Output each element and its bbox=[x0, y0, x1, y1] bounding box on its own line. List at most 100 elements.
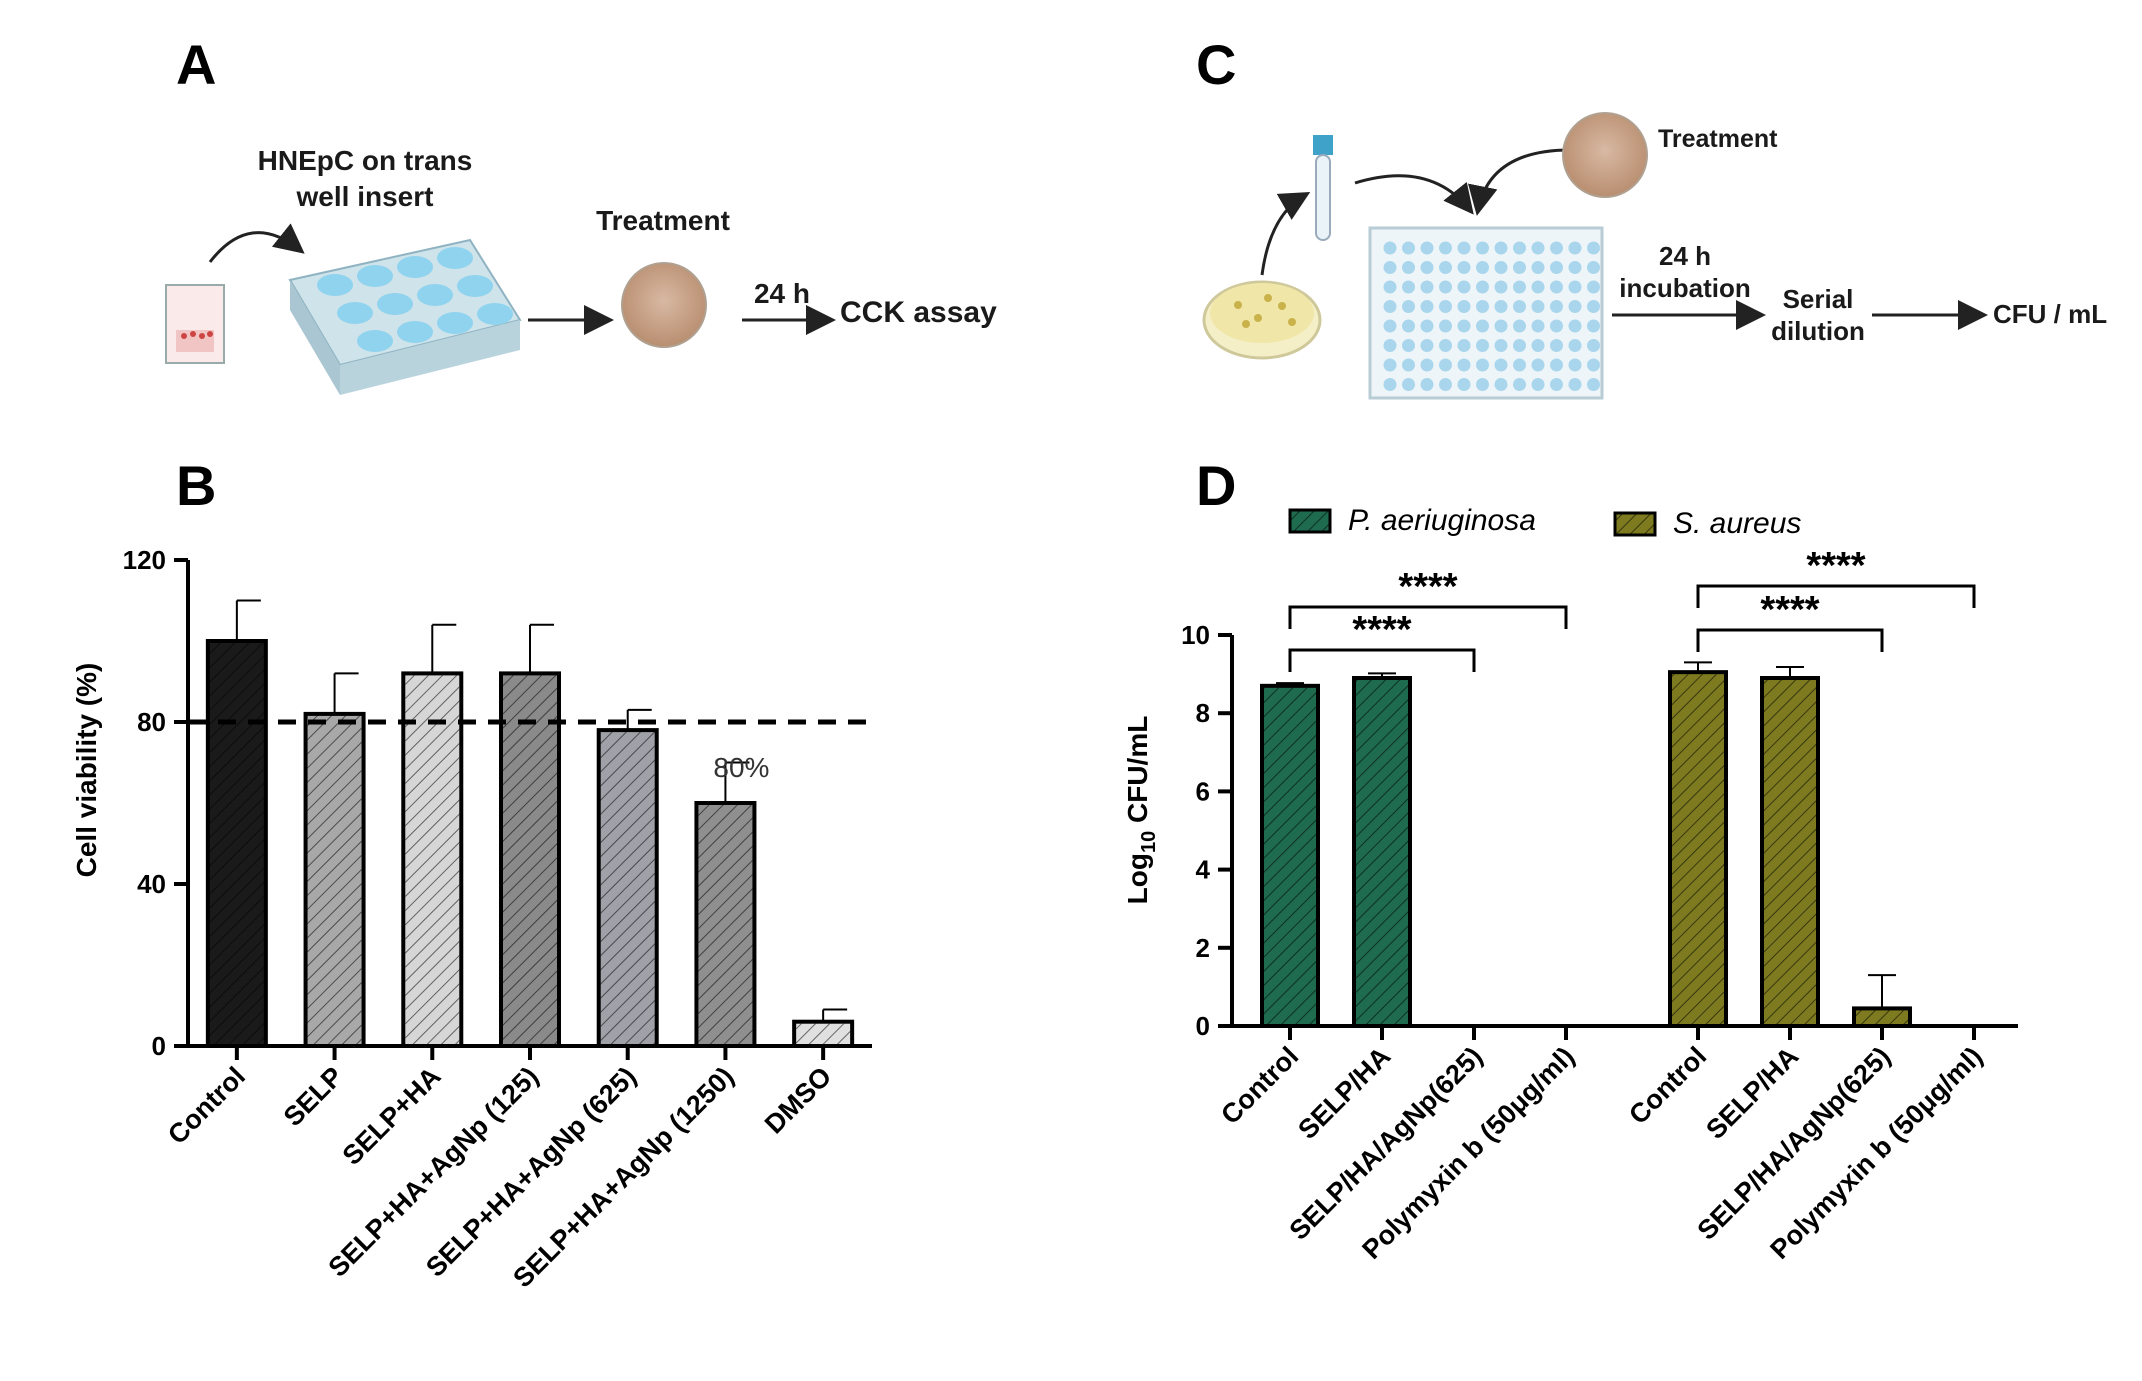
schematic-a-treatment: Treatment bbox=[596, 205, 730, 236]
plate-well bbox=[1494, 319, 1508, 333]
panel-label-a: A bbox=[176, 33, 216, 96]
chart-d-bar-hatch bbox=[1764, 680, 1816, 1024]
chart-b-category-label: SELP bbox=[278, 1061, 349, 1132]
plate-well bbox=[1513, 261, 1526, 274]
plate-well bbox=[1531, 300, 1545, 313]
plate-well bbox=[1513, 280, 1526, 294]
panel-label-d: D bbox=[1196, 454, 1236, 517]
chart-d-significance-label: **** bbox=[1760, 589, 1819, 631]
chart-b-y-tick-label: 0 bbox=[152, 1031, 166, 1061]
plate-well bbox=[1457, 300, 1471, 313]
plate-well bbox=[1420, 261, 1434, 274]
plate-well bbox=[1587, 358, 1600, 372]
plate-well bbox=[1513, 241, 1526, 255]
plate-well bbox=[1476, 241, 1489, 255]
schematic-a-assay: CCK assay bbox=[840, 296, 997, 329]
plate-well bbox=[1550, 280, 1563, 294]
chart-d-category-label: Control bbox=[1623, 1041, 1712, 1130]
plate-well bbox=[1587, 300, 1600, 313]
plate-well bbox=[1439, 280, 1452, 294]
plate-well bbox=[1402, 358, 1415, 372]
plate-well bbox=[1513, 300, 1526, 313]
plate-well bbox=[1420, 378, 1434, 391]
chart-d-bar-hatch bbox=[1264, 687, 1316, 1024]
plate-well bbox=[1476, 261, 1489, 274]
chart-d-y-tick-label: 10 bbox=[1181, 620, 1210, 650]
plate-well bbox=[1494, 261, 1508, 274]
chart-b-y-tick-label: 80 bbox=[137, 707, 166, 737]
plate-well bbox=[1550, 319, 1563, 333]
plate-well bbox=[1568, 261, 1582, 274]
chart-b-bar-hatch bbox=[503, 675, 557, 1044]
schematic-a-cells-label-2: well insert bbox=[296, 181, 434, 212]
chart-d-significance-label: **** bbox=[1352, 609, 1411, 651]
plate-well bbox=[1568, 358, 1582, 372]
schematic-c-result: CFU / mL bbox=[1993, 299, 2107, 329]
plate-well bbox=[1494, 241, 1508, 255]
plate-well bbox=[1494, 378, 1508, 391]
chart-d-y-axis-title-sub: 10 bbox=[1138, 831, 1160, 853]
chart-b-reference-label: 80% bbox=[713, 752, 769, 783]
schematic-a-cells-label-1: HNEpC on trans bbox=[258, 145, 473, 176]
plate-well bbox=[1513, 319, 1526, 333]
chart-d-significance-label: **** bbox=[1806, 545, 1865, 587]
treatment-particle-icon bbox=[621, 262, 707, 348]
chart-b-bar-hatch bbox=[405, 675, 460, 1044]
plate-well bbox=[1587, 339, 1600, 352]
plate-well bbox=[1420, 358, 1434, 372]
plate-well bbox=[1568, 378, 1582, 391]
arrow-icon bbox=[208, 223, 305, 263]
plate-well bbox=[1383, 241, 1397, 255]
plate-well bbox=[1402, 319, 1415, 333]
plate-well bbox=[1587, 241, 1600, 255]
chart-d-y-axis-title: Log10 CFU/mL bbox=[1122, 716, 1160, 905]
plate-well bbox=[1568, 241, 1582, 255]
plate-well bbox=[1383, 378, 1397, 391]
plate-well bbox=[1587, 280, 1600, 294]
treatment-particle-icon bbox=[1562, 112, 1648, 198]
plate-well bbox=[1550, 300, 1563, 313]
arrow-icon bbox=[1468, 148, 1571, 216]
transwell-insert-icon bbox=[165, 284, 225, 364]
plate-well bbox=[1513, 339, 1526, 352]
plate-well bbox=[1383, 280, 1397, 294]
chart-d-y-tick-label: 0 bbox=[1196, 1011, 1210, 1041]
plate-well bbox=[1383, 339, 1397, 352]
schematic-c-treatment: Treatment bbox=[1658, 125, 1778, 153]
chart-d-y-axis-title-rest: CFU/mL bbox=[1122, 716, 1153, 831]
chart-b-bar-hatch bbox=[698, 805, 753, 1044]
plate-well bbox=[1531, 280, 1545, 294]
plate-well bbox=[1383, 358, 1397, 372]
chart-d-bar-hatch bbox=[1672, 674, 1724, 1024]
plate-well bbox=[1457, 319, 1471, 333]
plate-well bbox=[1550, 261, 1563, 274]
plate-well bbox=[1568, 280, 1582, 294]
schematic-a-time: 24 h bbox=[754, 278, 810, 309]
plate-well bbox=[1494, 339, 1508, 352]
plate-well bbox=[1531, 241, 1545, 255]
plate-well bbox=[1439, 319, 1452, 333]
chart-d-significance-bracket bbox=[1288, 648, 1476, 672]
well-plate-icon bbox=[288, 238, 522, 395]
chart-b-category-label: Control bbox=[162, 1061, 251, 1150]
chart-b-y-tick-label: 120 bbox=[123, 545, 166, 575]
plate-well bbox=[1476, 280, 1489, 294]
plate-well bbox=[1513, 378, 1526, 391]
plate-well bbox=[1402, 261, 1415, 274]
chart-d-bar-hatch bbox=[1856, 1010, 1908, 1024]
test-tube-icon bbox=[1313, 135, 1333, 241]
96-well-plate-icon bbox=[1368, 226, 1604, 400]
plate-well bbox=[1383, 319, 1397, 333]
plate-well bbox=[1439, 339, 1452, 352]
chart-b-bar-hatch bbox=[796, 1023, 851, 1044]
plate-well bbox=[1531, 358, 1545, 372]
plate-well bbox=[1402, 378, 1415, 391]
arrow-icon bbox=[1260, 192, 1311, 276]
chart-d-legend-swatch-hatch bbox=[1616, 514, 1654, 534]
chart-d-significance-label: **** bbox=[1398, 566, 1457, 608]
arrow-icon bbox=[1354, 174, 1474, 215]
plate-well bbox=[1439, 261, 1452, 274]
plate-well bbox=[1531, 339, 1545, 352]
schematic-c: Treatment 24 h incubation Serial dilutio… bbox=[1202, 112, 2107, 400]
